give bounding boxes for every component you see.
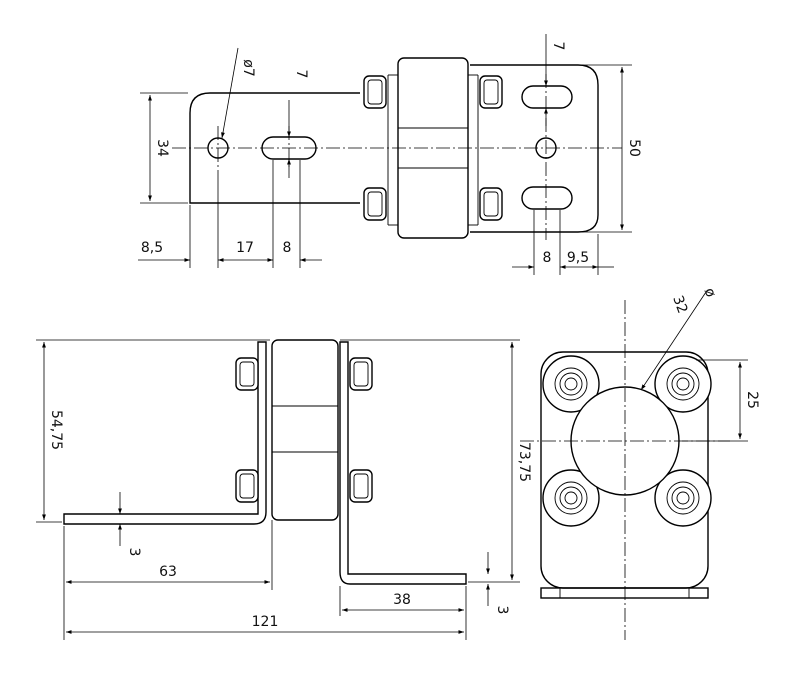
dim-left-edge: 8,5 [141,240,163,256]
side-bolt-head [235,469,259,503]
dim-34: 34 [154,139,170,157]
dim-50: 50 [626,139,642,157]
top-bolt-head [363,75,387,109]
top-view: 34 ø7 7 8,5 17 8 7 50 [138,34,642,275]
side-view: 54,75 73,75 3 3 63 38 121 [36,339,532,640]
side-bolt-head [235,357,259,391]
top-right-slot-lower [521,186,573,210]
dim-63: 63 [159,564,177,580]
side-clamp-body [271,339,339,521]
dim-thickness-right: 3 [494,606,510,615]
top-right-slot-upper [521,85,573,109]
dim-121: 121 [252,614,279,630]
dim-slot-right: 8 [543,250,552,266]
dim-hole-dia: ø7 [240,59,256,76]
side-left-plate [63,341,267,525]
end-bolt-boss [654,355,712,413]
dim-slot-width-right: 7 [550,42,566,51]
dim-slot-width-left: 7 [293,70,309,79]
side-right-plate [339,341,467,585]
end-view: ø 32 25 [520,286,760,640]
dim-73-75: 73,75 [516,442,532,482]
end-bolt-boss [654,469,712,527]
dim-bore-symbol: ø [701,286,719,300]
top-bolt-head [479,187,503,221]
dim-25: 25 [744,391,760,409]
top-left-plate [189,92,360,204]
end-base-plate [540,587,709,599]
dim-bore-value: 32 [669,294,690,316]
dim-hole-to-slot: 17 [236,240,254,256]
end-bolt-boss [542,469,600,527]
top-right-plate [470,64,599,233]
top-bolt-head [479,75,503,109]
end-bolt-boss [542,355,600,413]
dim-right-edge: 9,5 [567,250,589,266]
end-clamp-body [540,351,709,589]
side-bolt-head [349,469,373,503]
top-bolt-head [363,187,387,221]
dim-thickness-left: 3 [126,548,142,557]
dim-38: 38 [393,592,411,608]
dim-slot-left: 8 [283,240,292,256]
side-bolt-head [349,357,373,391]
dim-54-75: 54,75 [48,410,64,450]
